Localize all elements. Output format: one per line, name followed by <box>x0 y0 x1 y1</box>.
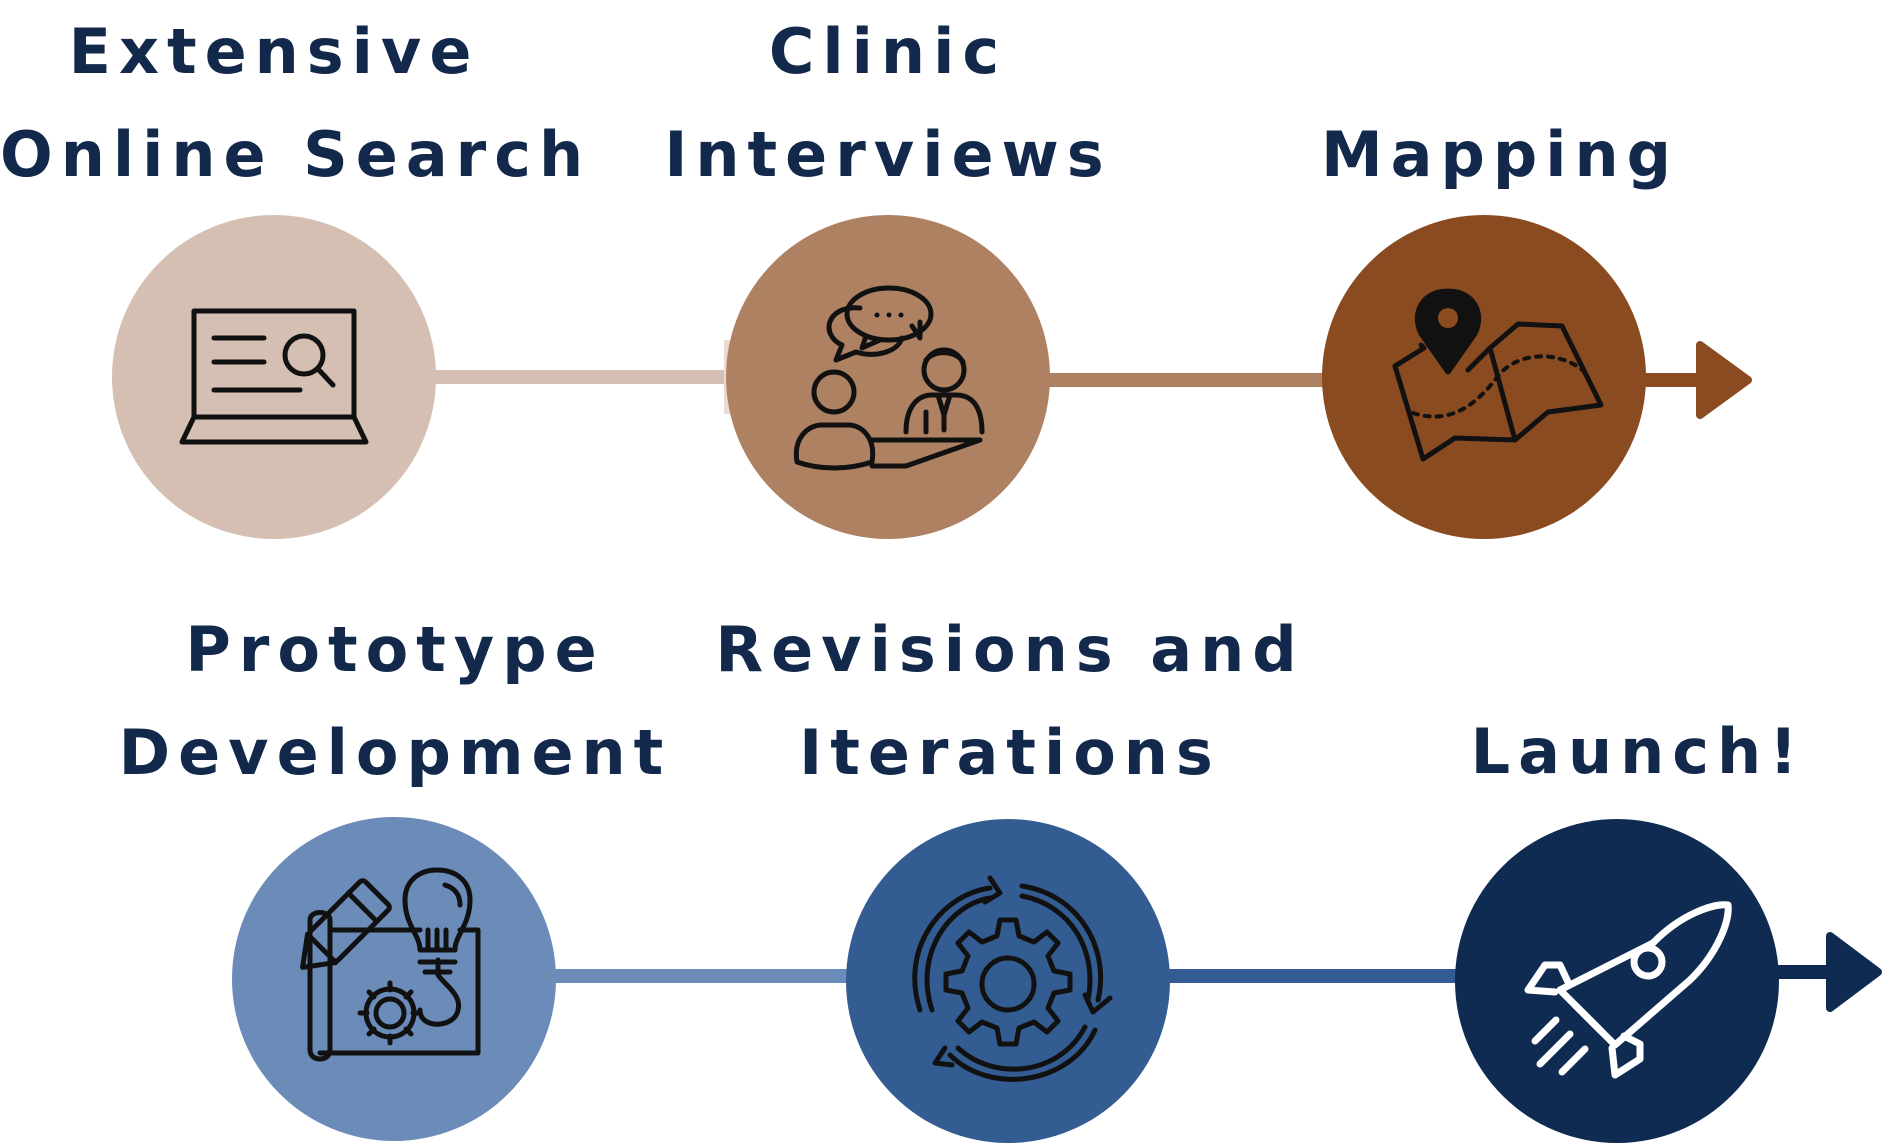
step-label-line: Extensive <box>68 15 480 88</box>
step-label-line: Mapping <box>1320 118 1680 191</box>
step-label-line: Prototype <box>185 613 605 686</box>
step-label-extensive-online-search: Extensive Online Search <box>0 0 592 206</box>
step-circle-launch <box>1455 819 1779 1143</box>
map-pin-icon <box>1392 288 1604 462</box>
step-label-line: Development <box>118 716 672 789</box>
arrow-head-row1 <box>1696 341 1752 419</box>
step-circle-prototype-development <box>232 817 556 1141</box>
step-label-launch: Launch! <box>1388 700 1888 803</box>
step-circle-extensive-online-search <box>112 215 436 539</box>
step-circle-clinic-interviews <box>726 215 1050 539</box>
step-circle-revisions-and-iterations <box>846 819 1170 1143</box>
step-label-revisions-and-iterations: Revisions and Iterations <box>710 598 1310 804</box>
interview-icon <box>793 285 985 471</box>
step-label-line: Iterations <box>799 716 1221 789</box>
step-label-mapping: Mapping <box>1250 103 1750 206</box>
blueprint-icon <box>300 867 481 1062</box>
step-label-line: Interviews <box>664 118 1112 191</box>
arrow-head-row2 <box>1826 932 1882 1012</box>
step-label-line: Online Search <box>0 118 592 191</box>
step-label-clinic-interviews: Clinic Interviews <box>638 0 1138 206</box>
step-circle-mapping <box>1322 215 1646 539</box>
step-label-line: Clinic <box>768 15 1008 88</box>
laptop-search-icon <box>179 308 369 445</box>
gear-cycle-icon <box>912 875 1113 1082</box>
step-label-line: Launch! <box>1470 715 1806 788</box>
step-label-prototype-development: Prototype Development <box>95 598 695 804</box>
rocket-icon <box>1524 901 1732 1079</box>
step-label-line: Revisions and <box>715 613 1305 686</box>
